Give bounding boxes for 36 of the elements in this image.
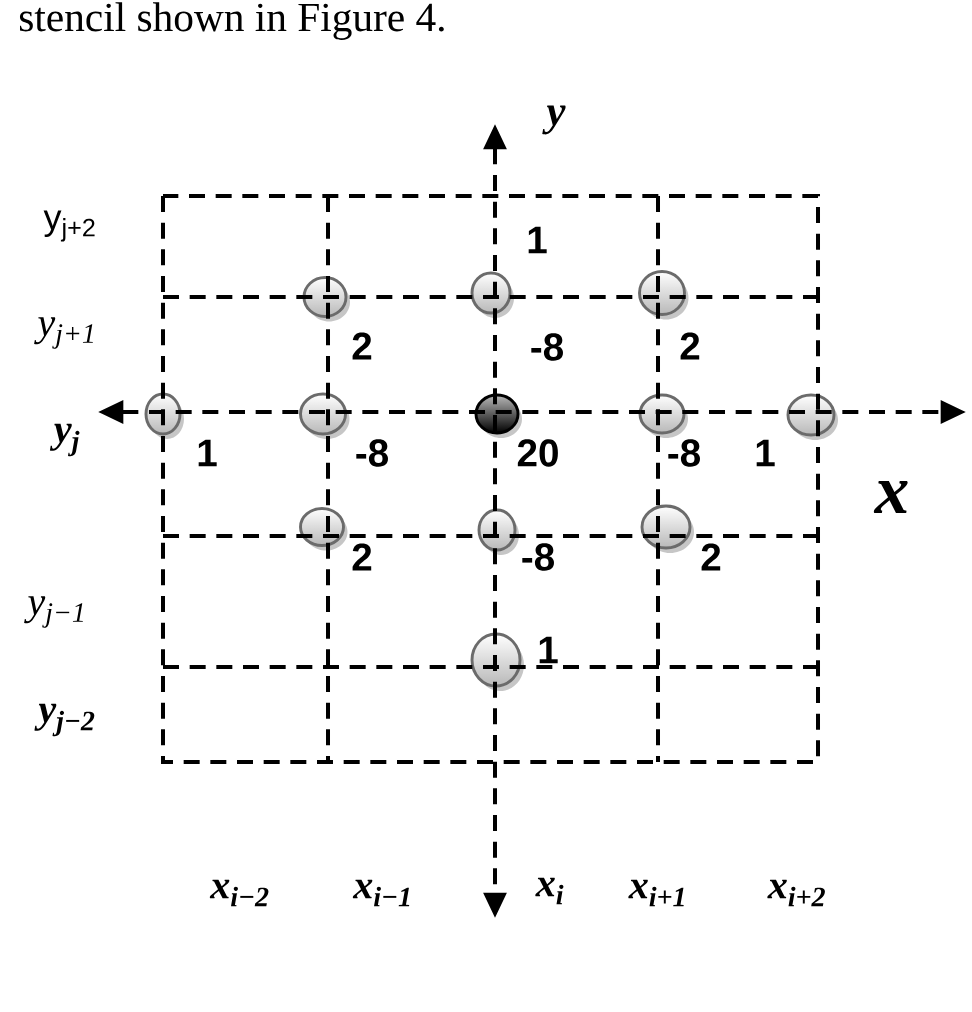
grid-point	[302, 276, 350, 322]
coefficient-label: -8	[356, 439, 388, 467]
coefficient-label: -8	[522, 543, 554, 571]
coefficient-label: 1	[528, 226, 547, 254]
coefficient-label: -8	[531, 333, 563, 361]
grid-point	[640, 504, 694, 553]
axis-label: y	[542, 105, 566, 135]
coefficient-label: 2	[352, 543, 372, 571]
coefficient-label: 1	[756, 439, 775, 467]
coefficient-label: 2	[701, 543, 721, 571]
grid-coordinate-label: x$_{i}$	[535, 877, 564, 905]
coefficient-label: 1	[198, 439, 217, 467]
grid-point	[474, 393, 522, 438]
coefficient-label: 1	[539, 636, 558, 664]
axis-label: x	[873, 481, 908, 513]
grid-point	[470, 271, 514, 318]
coefficient-label: -8	[668, 439, 700, 467]
grid-coordinate-label: x$_{i+2}$	[767, 879, 825, 907]
grid-coordinate-label: x$_{i−2}$	[209, 879, 269, 907]
body-text: stencil shown in Figure 4.	[19, 2, 444, 40]
grid-coordinate-label: y$_{j+1}$	[34, 317, 93, 349]
grid-coordinate-label: y$_{j−2}$	[34, 703, 95, 737]
grid-coordinate-label: x$_{i+1}$	[628, 879, 684, 907]
grid-point	[477, 508, 519, 555]
grid-point	[144, 392, 184, 439]
coefficient-label: 2	[352, 332, 372, 360]
grid-coordinate-label: y$_{j+2}$	[43, 210, 95, 242]
grid-point	[299, 392, 350, 439]
grid-coordinate-label: y$_{j}$	[49, 423, 80, 457]
grid-point	[299, 507, 348, 551]
grid-point	[470, 632, 524, 691]
coefficient-label: 20	[517, 439, 558, 467]
grid-coordinate-label: y$_{j−1}$	[24, 596, 83, 628]
grid-point	[638, 393, 688, 438]
grid-coordinate-label: x$_{i−1}$	[352, 879, 410, 907]
coefficient-label: 2	[680, 332, 700, 360]
